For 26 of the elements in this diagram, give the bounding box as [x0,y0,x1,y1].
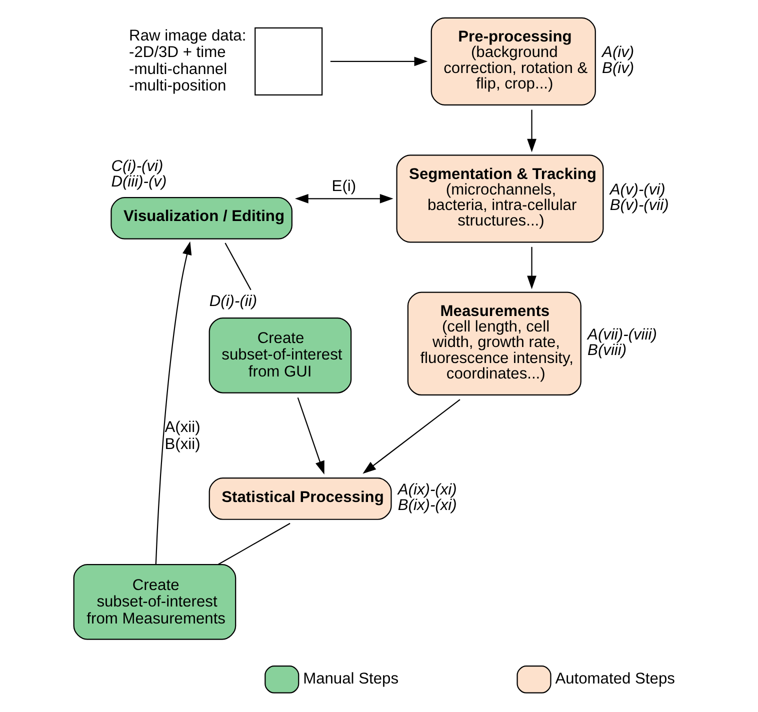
node-label: B(viii) [587,342,626,359]
node-label: D(i)-(ii) [208,292,257,310]
arrow [294,193,393,203]
connector [224,242,251,290]
node-label: A(iv) [602,44,634,61]
node-label: Raw image data: -2D/3D + time -multi-channel -multi-position [128,26,246,94]
node-box [254,26,322,95]
arrow [296,396,324,474]
legend-label: Manual Steps [302,670,398,688]
edge-label: A(xii) B(xii) [164,418,200,452]
legend-label: Automated Steps [554,670,674,688]
node-label: C(i)-(vi) [110,157,163,174]
node-label: D(iii)-(v) [110,173,166,190]
arrow [154,240,192,564]
node-label: B(ix)-(xi) [397,496,456,514]
node-label: A(ix)-(xi) [397,480,456,498]
arrow [526,109,536,152]
connector [218,522,290,564]
edge-label: E(i) [331,178,356,195]
node-label: B(v)-(vii) [609,196,668,214]
arrow [330,56,428,66]
node-label: B(iv) [602,59,634,76]
node-label: A(v)-(vi) [609,180,665,198]
arrow [526,246,536,289]
node-label: A(vii)-(viii) [587,326,656,343]
arrow [362,398,460,474]
